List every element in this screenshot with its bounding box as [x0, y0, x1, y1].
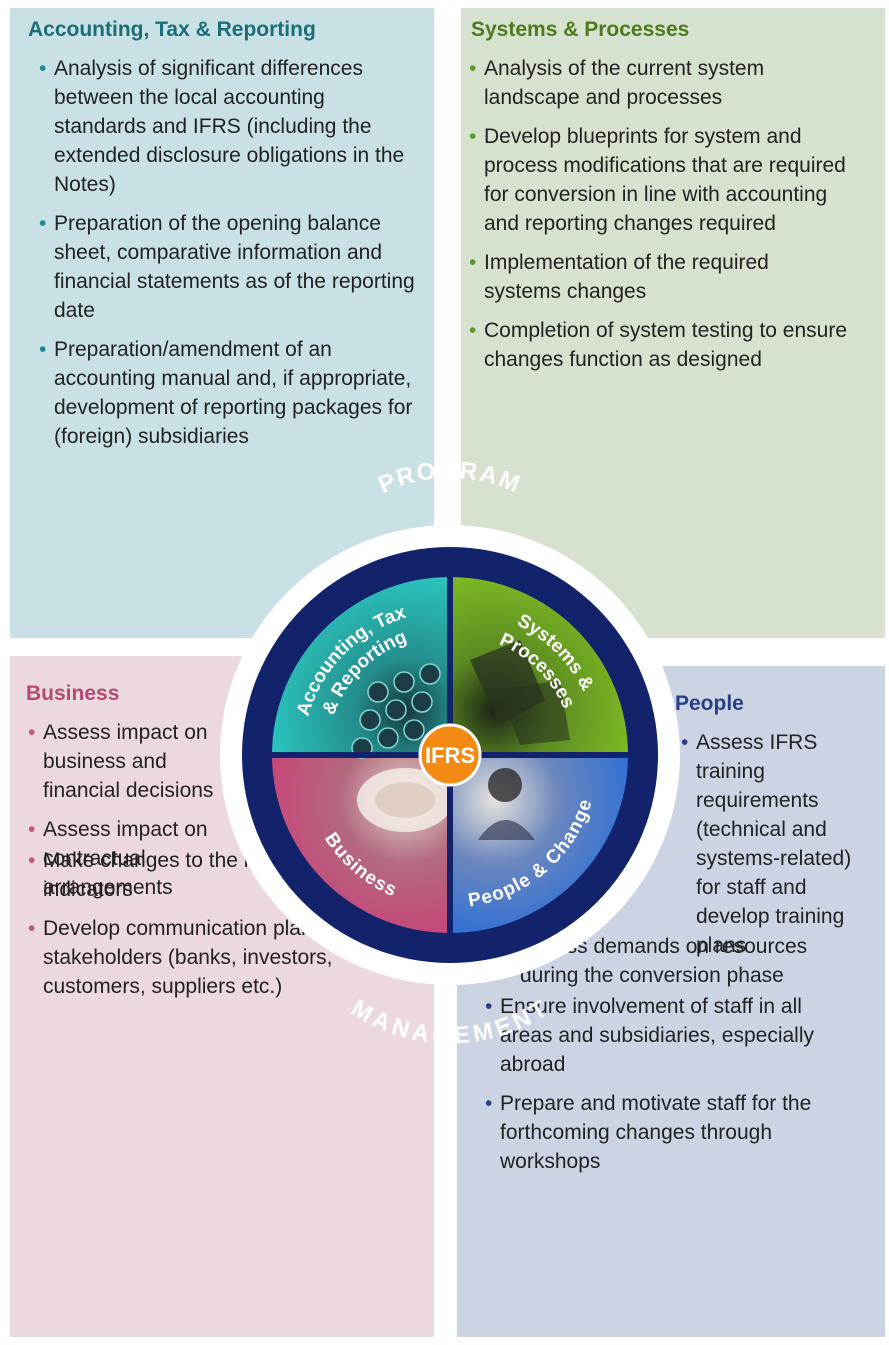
people-list-middle: Assess demands on resources during the c… — [503, 932, 848, 1000]
calculator-keys-icon — [351, 663, 441, 759]
business-title: Business — [26, 682, 120, 705]
list-item: Ensure involvement of staff in all areas… — [483, 992, 853, 1079]
wheel-bottom-text: MANAGEMENT — [347, 994, 554, 1049]
wheel-top-text: PROGRAM — [375, 457, 526, 499]
list-item: Preparation/amendment of an accounting m… — [37, 335, 422, 451]
list-item: Assess demands on resources during the c… — [503, 932, 848, 990]
wheel-center-label: IFRS — [425, 743, 475, 768]
people-photo-icon — [478, 768, 535, 840]
list-item: Assess impact on business and financial … — [26, 718, 216, 805]
systems-title: Systems & Processes — [471, 18, 690, 41]
list-item: Implementation of the required systems c… — [467, 248, 847, 306]
list-item: Analysis of significant differences betw… — [37, 54, 422, 199]
accounting-title: Accounting, Tax & Reporting — [28, 18, 316, 41]
accounting-list: Analysis of significant differences betw… — [37, 54, 422, 461]
accounting-panel: Accounting, Tax & Reporting Analysis of … — [10, 8, 434, 638]
ifrs-center-disc — [418, 723, 482, 787]
systems-list: Analysis of the current system landscape… — [467, 54, 847, 384]
list-item: Preparation of the opening balance sheet… — [37, 209, 422, 325]
list-item: Analysis of the current system landscape… — [467, 54, 847, 112]
people-list-bottom: Ensure involvement of staff in all areas… — [483, 992, 853, 1186]
list-item: Prepare and motivate staff for the forth… — [483, 1089, 853, 1176]
list-item: Develop blueprints for system and proces… — [467, 122, 847, 238]
people-title: People — [675, 692, 744, 715]
quadrant-people — [450, 755, 628, 933]
list-item: Completion of system testing to ensure c… — [467, 316, 847, 374]
systems-panel: Systems & Processes Analysis of the curr… — [461, 8, 885, 638]
hands-keyboard-icon — [470, 640, 570, 745]
coffee-cup-icon — [357, 768, 453, 832]
